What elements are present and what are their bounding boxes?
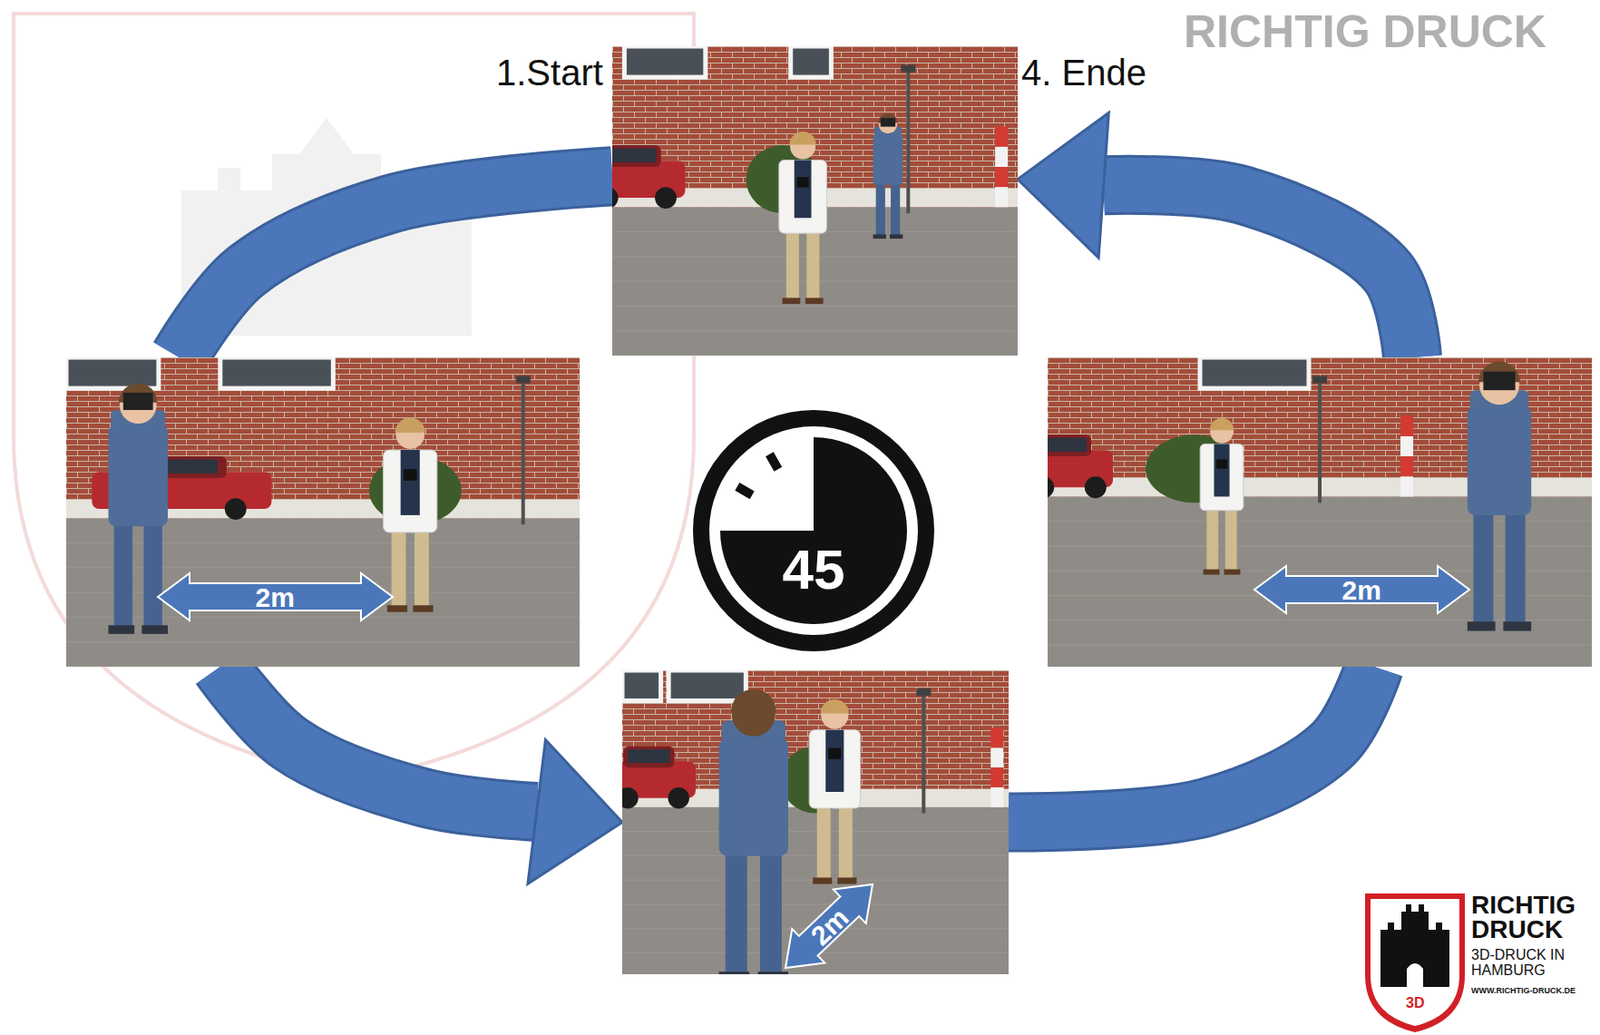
person [108,383,168,635]
flow-arrow-outline [1008,666,1375,823]
flow-arrow [220,666,623,884]
dimension-arrow [1254,565,1470,614]
logo-url: WWW.RICHTIG-DRUCK.DE [1471,986,1576,996]
flow-arrow [1017,112,1413,358]
person [719,689,789,975]
step-label: 4. Ende [1021,52,1147,93]
photo-box: 2m [66,357,580,667]
distance-label: 2m [804,901,854,951]
watermark-text: RICHTIG DRUCK [1183,7,1547,58]
timer-circle: 45 [691,408,937,654]
logo-castle-door [1406,963,1424,987]
logo-shield-inner [1370,898,1460,1026]
person [1467,360,1532,631]
person [779,131,828,304]
person [1200,418,1244,576]
person [383,418,438,613]
dimension-arrow [769,867,889,975]
logo-subtitle: 3D-DRUCK IN HAMBURG [1471,947,1590,979]
step-label: 1.Start [496,52,604,93]
arrow-head [527,740,623,885]
watermark-shield [13,13,694,781]
flow-arrow-body [179,175,613,358]
person [873,113,904,239]
photo [1047,357,1592,667]
photo [612,46,1018,356]
flow-arrow-outline [220,666,537,812]
flow-arrow-outline [1103,185,1413,358]
photo [622,670,1009,975]
flow-arrow [1008,666,1375,823]
person [809,699,860,885]
flow-arrow-body [1008,666,1375,823]
photo [66,357,580,667]
timer-icon [691,408,937,654]
logo-title: RICHTIG DRUCK [1471,893,1594,942]
logo-3d: 3D [1405,995,1425,1012]
flow-arrow [179,175,613,358]
photo-box: 1.Start4. Ende [612,46,1018,356]
distance-label: 2m [1342,575,1382,605]
logo-shield [1365,893,1465,1033]
flow-arrow-outline [179,175,613,358]
arrow-head [1017,112,1109,258]
photo-box: 2m [1047,357,1592,667]
logo-castle [1380,904,1450,987]
photo-box: 2m [622,670,1009,975]
flow-arrow-body [1103,185,1413,358]
timer-value: 45 [782,538,846,601]
distance-label: 2m [255,582,295,613]
flow-arrow-body [220,666,537,812]
dimension-arrow [157,573,393,621]
